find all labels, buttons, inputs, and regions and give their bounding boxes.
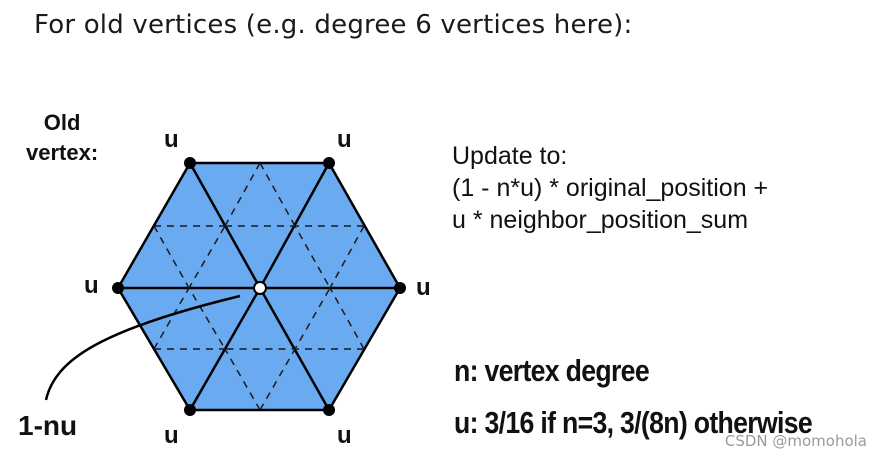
update-rule-line1: Update to: bbox=[452, 142, 568, 170]
neighbor-vertices bbox=[112, 157, 406, 416]
old-vertex-label-line1: Old bbox=[43, 110, 81, 135]
old-vertex-label: Old vertex: bbox=[26, 108, 98, 168]
weight-label-top-left: u bbox=[164, 126, 179, 153]
watermark: CSDN @momohola bbox=[724, 432, 867, 450]
page-heading: For old vertices (e.g. degree 6 vertices… bbox=[34, 10, 633, 40]
u-weight-definition: u: 3/16 if n=3, 3/(8n) otherwise bbox=[454, 405, 813, 440]
update-rule: Update to: (1 - n*u) * original_position… bbox=[452, 140, 768, 236]
dashed-subdivision-lines bbox=[153, 162, 365, 411]
vertex-degree-definition: n: vertex degree bbox=[454, 353, 650, 388]
center-vertex bbox=[253, 281, 267, 295]
weight-label-top-right: u bbox=[337, 126, 352, 153]
weight-label-left: u bbox=[84, 272, 99, 299]
center-pointer-curve bbox=[44, 294, 241, 401]
old-vertex-label-line2: vertex: bbox=[26, 140, 99, 165]
center-weight-label: 1-nu bbox=[18, 410, 78, 441]
weight-label-bottom-left: u bbox=[164, 422, 179, 449]
weight-label-right: u bbox=[416, 274, 431, 301]
update-rule-line2: (1 - n*u) * original_position + bbox=[452, 174, 769, 202]
weight-label-bottom-right: u bbox=[337, 422, 352, 449]
update-rule-line3: u * neighbor_position_sum bbox=[452, 206, 749, 234]
